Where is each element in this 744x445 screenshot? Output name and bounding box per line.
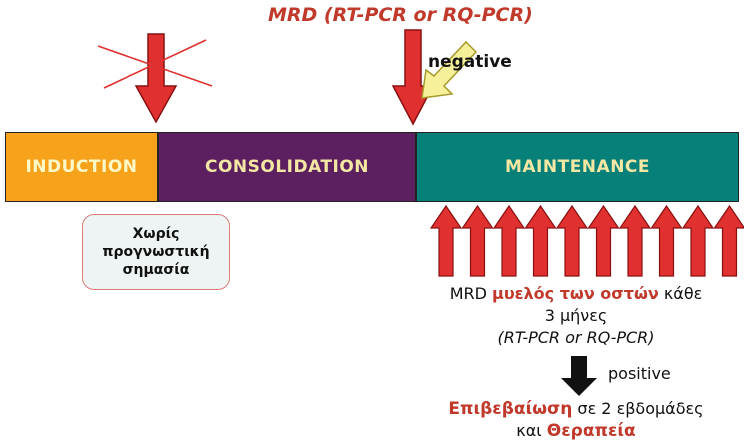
cross-out-icon — [97, 39, 213, 89]
monitoring-arrow-icon — [587, 204, 620, 277]
confirmation-text: Επιβεβαίωση σε 2 εβδομάδες και Θεραπεία — [408, 398, 744, 442]
confirmation-text-2: και — [516, 421, 542, 440]
monitoring-line-3: (RT-PCR or RQ-PCR) — [497, 328, 655, 347]
monitoring-arrow-icon — [555, 204, 589, 277]
monitoring-arrow-icon — [618, 204, 652, 277]
negative-arrow-icon — [421, 40, 478, 99]
mrd-arrow-icon — [391, 29, 435, 126]
confirmation-text-1: σε 2 εβδομάδες — [577, 399, 704, 418]
confirmation-highlight-2: Θεραπεία — [546, 421, 636, 441]
monitoring-arrow-icon — [429, 204, 463, 277]
monitoring-highlight: μυελός των οστών — [492, 284, 659, 303]
monitoring-line-1: MRD μυελός των οστών κάθε — [408, 283, 744, 305]
monitoring-arrow-icon — [461, 204, 494, 277]
confirmation-line-1: Επιβεβαίωση σε 2 εβδομάδες — [408, 398, 744, 420]
confirmation-line-2: και Θεραπεία — [408, 420, 744, 442]
confirmation-highlight-1: Επιβεβαίωση — [448, 399, 573, 419]
positive-arrow-icon — [561, 356, 597, 396]
monitoring-arrow-icon — [681, 204, 715, 277]
monitoring-arrow-icon — [650, 204, 683, 277]
monitoring-text: MRD μυελός των οστών κάθε 3 μήνες (RT-PC… — [408, 283, 744, 349]
positive-label: positive — [608, 364, 671, 383]
no-prognostic-note: Χωρίς προγνωστική σημασία — [82, 214, 230, 290]
monitoring-arrow-icon — [524, 204, 557, 277]
note-line-3: σημασία — [122, 262, 190, 278]
note-line-2: προγνωστική — [102, 244, 210, 260]
monitoring-prefix: MRD — [449, 284, 487, 303]
monitoring-arrows — [429, 204, 744, 277]
phase-maintenance: MAINTENANCE — [416, 132, 739, 202]
note-line-1: Χωρίς — [132, 226, 180, 242]
monitoring-arrow-icon — [492, 204, 526, 277]
phase-consolidation: CONSOLIDATION — [158, 132, 416, 202]
negative-label: negative — [428, 52, 512, 72]
induction-arrow-icon — [134, 33, 178, 124]
monitoring-arrow-icon — [713, 204, 744, 277]
monitoring-line-2: 3 μήνες — [544, 306, 608, 325]
mrd-title: MRD (RT-PCR or RQ-PCR) — [268, 4, 533, 26]
phase-induction: INDUCTION — [5, 132, 158, 202]
monitoring-suffix: κάθε — [663, 284, 703, 303]
